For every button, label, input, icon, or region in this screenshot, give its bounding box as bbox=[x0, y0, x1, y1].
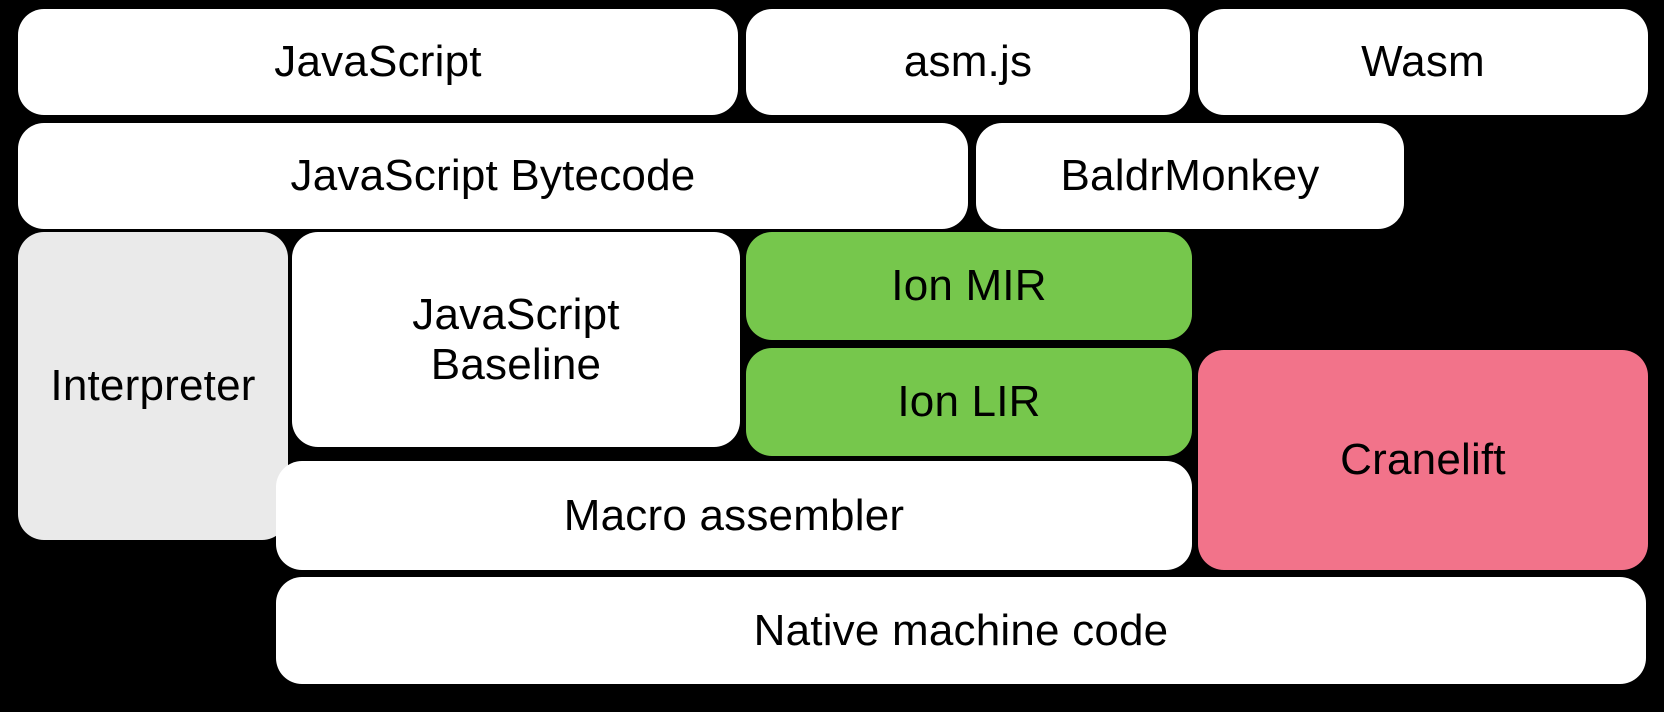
node-cranelift[interactable]: Cranelift bbox=[1198, 350, 1648, 570]
node-macro-assembler[interactable]: Macro assembler bbox=[276, 461, 1192, 570]
node-interpreter[interactable]: Interpreter bbox=[18, 232, 288, 540]
node-javascript[interactable]: JavaScript bbox=[18, 9, 738, 115]
node-ion-mir[interactable]: Ion MIR bbox=[746, 232, 1192, 340]
node-javascript-bytecode[interactable]: JavaScript Bytecode bbox=[18, 123, 968, 229]
node-native-machine-code[interactable]: Native machine code bbox=[276, 577, 1646, 684]
node-baldrmonkey[interactable]: BaldrMonkey bbox=[976, 123, 1404, 229]
node-javascript-baseline[interactable]: JavaScript Baseline bbox=[292, 232, 740, 447]
node-wasm[interactable]: Wasm bbox=[1198, 9, 1648, 115]
node-asm-js[interactable]: asm.js bbox=[746, 9, 1190, 115]
node-ion-lir[interactable]: Ion LIR bbox=[746, 348, 1192, 456]
